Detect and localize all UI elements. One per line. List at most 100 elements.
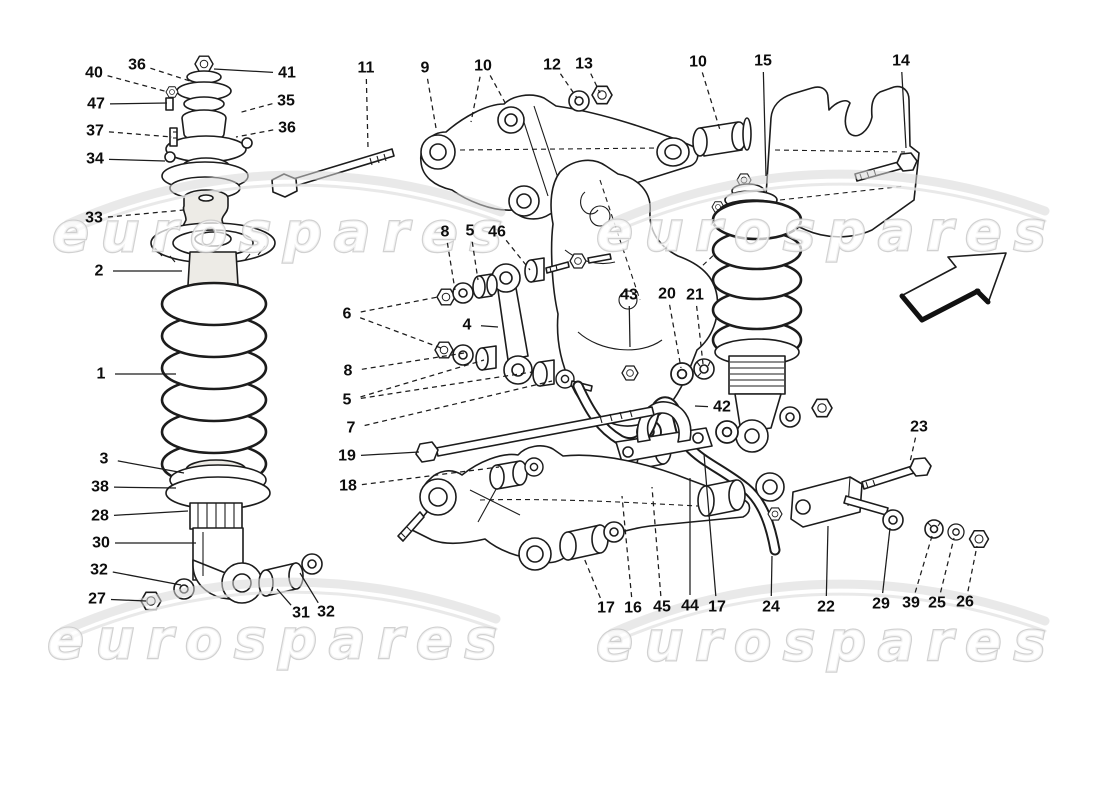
watermark-text: eurospares	[596, 610, 1057, 673]
clevis-bracket	[790, 476, 889, 528]
part-callout-21: 21	[686, 287, 704, 365]
part-callout-23: 23	[909, 419, 928, 463]
part-number: 43	[620, 287, 638, 304]
leader-line	[480, 325, 499, 328]
part-number: 21	[686, 287, 704, 304]
rear-bushing	[559, 521, 625, 561]
part-callout-43: 43	[620, 287, 638, 348]
nut-26	[968, 529, 990, 549]
direction-arrow-icon	[899, 252, 1007, 323]
part-callout-37: 37	[86, 123, 173, 140]
coil-spring	[160, 281, 268, 487]
part-number: 34	[86, 151, 104, 168]
leader-line	[909, 437, 917, 463]
part-callout-25: 25	[928, 537, 955, 612]
part-number: 19	[338, 448, 356, 465]
leader-line	[825, 525, 829, 597]
part-callout-19: 19	[338, 448, 420, 465]
part-number: 4	[463, 317, 472, 334]
part-number: 1	[97, 366, 106, 383]
lock-washer-21	[693, 358, 715, 380]
part-callout-33: 33	[85, 209, 185, 227]
adjuster-collar	[189, 502, 243, 530]
part-number: 38	[91, 479, 109, 496]
leader-line	[299, 572, 319, 604]
nut-13	[591, 85, 613, 105]
leader-line	[621, 495, 633, 598]
part-number: 35	[277, 93, 295, 110]
part-number: 11	[358, 60, 375, 77]
watermark: eurospares	[595, 169, 1057, 264]
part-callout-46: 46	[488, 224, 531, 271]
leader-line	[882, 527, 891, 594]
leader-line	[471, 241, 479, 281]
watermark-text: eurospares	[596, 200, 1057, 263]
top-mount-flange	[150, 222, 276, 264]
part-callout-36: 36	[235, 120, 296, 138]
lower-wishbone	[397, 445, 785, 571]
part-number: 7	[347, 420, 356, 437]
leader-line	[117, 460, 185, 474]
leader-line	[213, 68, 274, 74]
part-callout-17: 17	[703, 453, 726, 616]
part-number: 30	[92, 535, 110, 552]
leader-line	[108, 131, 173, 138]
part-number: 37	[86, 123, 104, 140]
part-callout-29: 29	[872, 527, 891, 613]
part-callout-28: 28	[91, 508, 189, 525]
leader-line	[113, 486, 177, 489]
watermark-swoosh	[61, 590, 498, 643]
leader-line	[426, 78, 437, 129]
part-callout-5: 5	[343, 359, 533, 409]
part-number: 14	[892, 53, 910, 70]
part-number: 5	[343, 392, 352, 409]
leader-line	[446, 242, 456, 291]
part-number: 26	[956, 594, 974, 611]
watermark-text: eurospares	[52, 201, 513, 264]
part-callout-7: 7	[347, 380, 553, 437]
part-number: 42	[713, 399, 731, 416]
part-number: 44	[681, 598, 699, 615]
leader-line	[112, 571, 182, 586]
leader-line	[360, 359, 485, 398]
leader-line	[762, 71, 767, 177]
threaded-body	[728, 355, 786, 395]
leader-line	[235, 129, 274, 138]
part-number: 28	[91, 508, 109, 525]
part-number: 5	[466, 223, 475, 240]
part-number: 13	[575, 56, 593, 73]
part-callout-42: 42	[694, 399, 731, 416]
upper-wishbone	[420, 85, 752, 220]
leader-line	[695, 305, 704, 365]
leader-line	[360, 296, 439, 313]
part-callout-5: 5	[466, 223, 479, 281]
part-number: 40	[85, 65, 103, 82]
part-callout-32: 32	[90, 562, 182, 586]
leader-line	[110, 598, 147, 602]
leader-line	[901, 71, 907, 149]
leader-line	[108, 158, 166, 162]
part-callout-9: 9	[421, 60, 437, 129]
part-number: 29	[872, 596, 890, 613]
part-number: 32	[317, 604, 335, 621]
leader-line	[107, 75, 169, 93]
part-callout-2: 2	[95, 263, 182, 280]
watermark-swoosh	[607, 169, 1050, 228]
part-number: 9	[421, 60, 430, 77]
watermark: eurospares	[51, 170, 513, 265]
part-callout-8: 8	[344, 352, 465, 380]
leader-line	[470, 76, 481, 123]
part-callout-41: 41	[213, 65, 296, 82]
part-callout-27: 27	[88, 591, 147, 608]
part-callout-1: 1	[97, 366, 176, 383]
line-art-layer	[140, 55, 1007, 611]
part-callout-10: 10	[470, 58, 509, 123]
part-callout-4: 4	[463, 317, 499, 334]
leader-line	[651, 486, 662, 597]
part-number: 33	[85, 210, 103, 227]
part-callout-30: 30	[92, 535, 196, 552]
part-callout-15: 15	[754, 53, 772, 177]
part-number: 39	[902, 595, 920, 612]
